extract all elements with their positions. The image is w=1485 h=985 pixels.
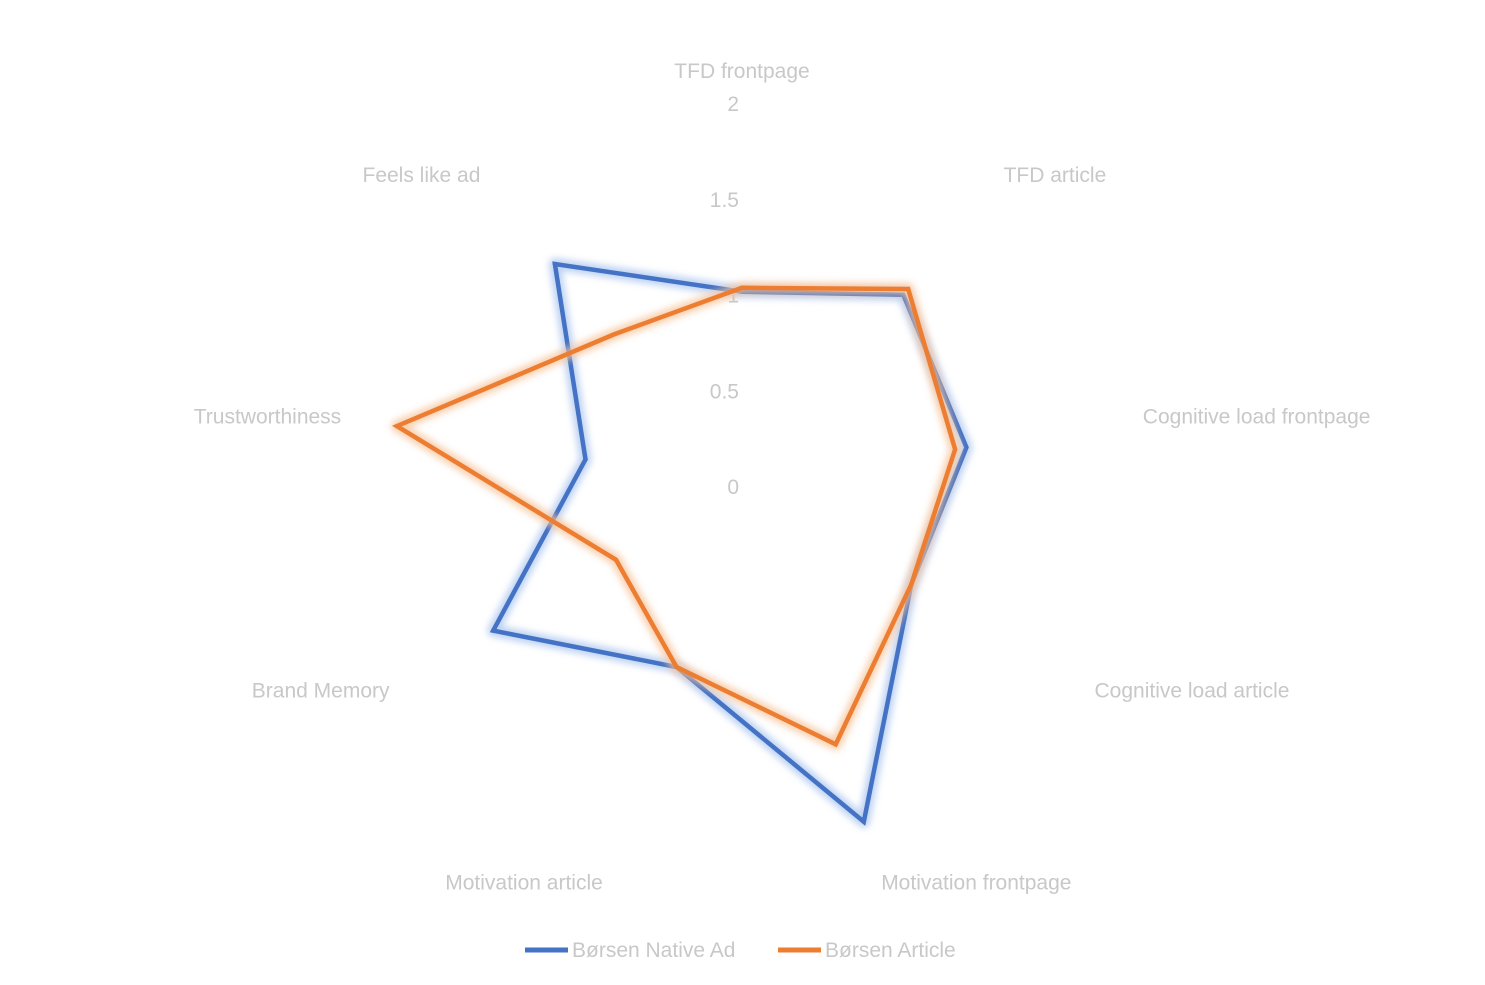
data-point-borsen-article-motivation-article[interactable] <box>674 664 679 670</box>
tick-label-1-5: 1.5 <box>710 189 739 212</box>
data-point-borsen-article-feels-like-ad[interactable] <box>611 332 617 337</box>
tick-label-0: 0 <box>727 476 739 499</box>
tick-label-0-5: 0.5 <box>710 380 739 403</box>
tick-label-2: 2 <box>727 93 739 116</box>
data-point-borsen-native-ad-feels-like-ad[interactable] <box>552 261 558 267</box>
category-label-motivation-article: Motivation article <box>445 872 603 895</box>
data-point-borsen-native-ad-cognitive-load-frontpage[interactable] <box>964 445 969 450</box>
legend-label-borsen-article: Børsen Article <box>825 939 956 962</box>
series-borsen-article[interactable] <box>390 281 962 751</box>
legend-label-borsen-native-ad: Børsen Native Ad <box>572 939 735 962</box>
category-label-tfd-article: TFD article <box>1004 164 1107 187</box>
series-lines <box>390 258 973 828</box>
data-point-borsen-article-cognitive-load-article[interactable] <box>909 582 914 587</box>
data-point-borsen-article-brand-memory[interactable] <box>613 557 619 562</box>
legend: Børsen Native Ad Børsen Article <box>525 939 956 962</box>
legend-item-borsen-article[interactable]: Børsen Article <box>778 939 956 962</box>
series-line-borsen-article <box>391 285 958 748</box>
data-point-borsen-native-ad-motivation-frontpage[interactable] <box>861 819 866 824</box>
category-label-brand-memory: Brand Memory <box>252 680 390 703</box>
data-point-borsen-article-tfd-frontpage[interactable] <box>739 285 745 290</box>
data-point-borsen-native-ad-trustworthiness[interactable] <box>583 457 588 462</box>
data-point-borsen-article-tfd-article[interactable] <box>906 286 911 292</box>
data-point-borsen-article-trustworthiness[interactable] <box>394 423 400 429</box>
category-label-tfd-frontpage: TFD frontpage <box>674 60 809 83</box>
category-label-cognitive-load-article: Cognitive load article <box>1095 680 1290 703</box>
category-label-motivation-frontpage: Motivation frontpage <box>881 872 1071 895</box>
series-glow-borsen-native-ad <box>487 258 973 828</box>
series-glow-borsen-article <box>390 281 962 751</box>
series-borsen-native-ad[interactable] <box>487 258 973 828</box>
category-label-feels-like-ad: Feels like ad <box>363 164 481 187</box>
category-label-trustworthiness: Trustworthiness <box>194 405 341 428</box>
data-point-borsen-article-motivation-frontpage[interactable] <box>833 742 838 747</box>
data-point-borsen-native-ad-brand-memory[interactable] <box>491 628 496 633</box>
data-point-borsen-article-cognitive-load-frontpage[interactable] <box>952 447 958 452</box>
category-label-cognitive-load-frontpage: Cognitive load frontpage <box>1143 405 1371 428</box>
legend-item-borsen-native-ad[interactable]: Børsen Native Ad <box>525 939 735 962</box>
